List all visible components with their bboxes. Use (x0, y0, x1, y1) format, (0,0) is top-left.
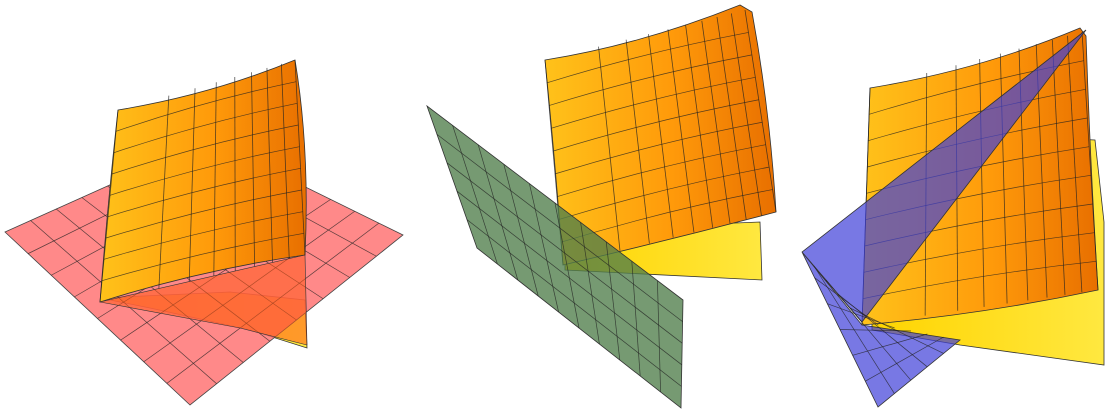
mesh-arc (556, 144, 766, 198)
mesh-arc (552, 99, 759, 152)
mesh-line (1067, 35, 1083, 293)
mesh-arc (109, 146, 300, 196)
mesh-line (605, 241, 621, 361)
panel-middle (426, 4, 777, 409)
mesh-line (213, 82, 217, 276)
mesh-line (294, 59, 306, 256)
mesh-arc (103, 211, 303, 260)
mesh-line (625, 39, 650, 244)
mesh-line (827, 303, 895, 329)
mesh-arc (868, 88, 1086, 142)
mesh-line (852, 333, 928, 356)
mesh-arc (105, 189, 302, 239)
mesh-line (701, 20, 731, 224)
mesh-line (657, 280, 661, 393)
mesh-line (456, 190, 683, 366)
mesh-line (730, 13, 762, 216)
mesh-line (466, 219, 682, 387)
mesh-line (1051, 39, 1066, 295)
mesh-line (744, 9, 777, 213)
mesh-arc (548, 54, 752, 106)
mesh-arc (115, 81, 297, 132)
mesh-line (648, 34, 674, 238)
mesh-line (667, 29, 695, 233)
mesh-line (554, 202, 580, 329)
green-plane-mesh (436, 125, 683, 393)
blue-plane-mesh (813, 265, 944, 394)
mesh-line (99, 109, 119, 303)
mesh-line (685, 24, 714, 228)
mesh-line (251, 72, 256, 267)
mesh-line (280, 63, 290, 259)
mesh-line (598, 46, 621, 251)
mesh-line (999, 53, 1008, 304)
panel-left (4, 59, 404, 406)
intersection-shade-left (99, 254, 308, 346)
mesh-line (529, 183, 559, 313)
mesh-arc (546, 32, 749, 84)
mesh-line (188, 88, 196, 282)
mesh-line (814, 277, 879, 326)
mesh-line (158, 95, 170, 289)
mesh-line (716, 16, 747, 220)
mesh-line (865, 336, 944, 382)
mesh-line (1081, 31, 1099, 291)
mesh-arc (862, 260, 1097, 300)
mesh-line (503, 164, 539, 297)
mesh-line (266, 67, 273, 263)
mesh-line (477, 144, 519, 281)
mesh-arc (111, 124, 299, 175)
mesh-line (580, 222, 600, 345)
mesh-line (452, 125, 498, 265)
panel-right (801, 27, 1105, 408)
mesh-line (839, 329, 912, 332)
green-plane (426, 104, 684, 409)
mesh-arc (558, 166, 770, 220)
mesh-arc (554, 121, 763, 175)
mesh-arc (550, 76, 756, 129)
mesh-line (446, 162, 683, 344)
mesh-line (436, 134, 683, 322)
mesh-line (631, 261, 641, 377)
mesh-line (979, 59, 985, 307)
orange-surface-mesh-left (99, 59, 306, 303)
mesh-arc (101, 232, 304, 282)
mesh-arc (107, 167, 301, 218)
mesh-arc (113, 102, 298, 153)
orange-surface-mesh-middle (544, 9, 777, 266)
